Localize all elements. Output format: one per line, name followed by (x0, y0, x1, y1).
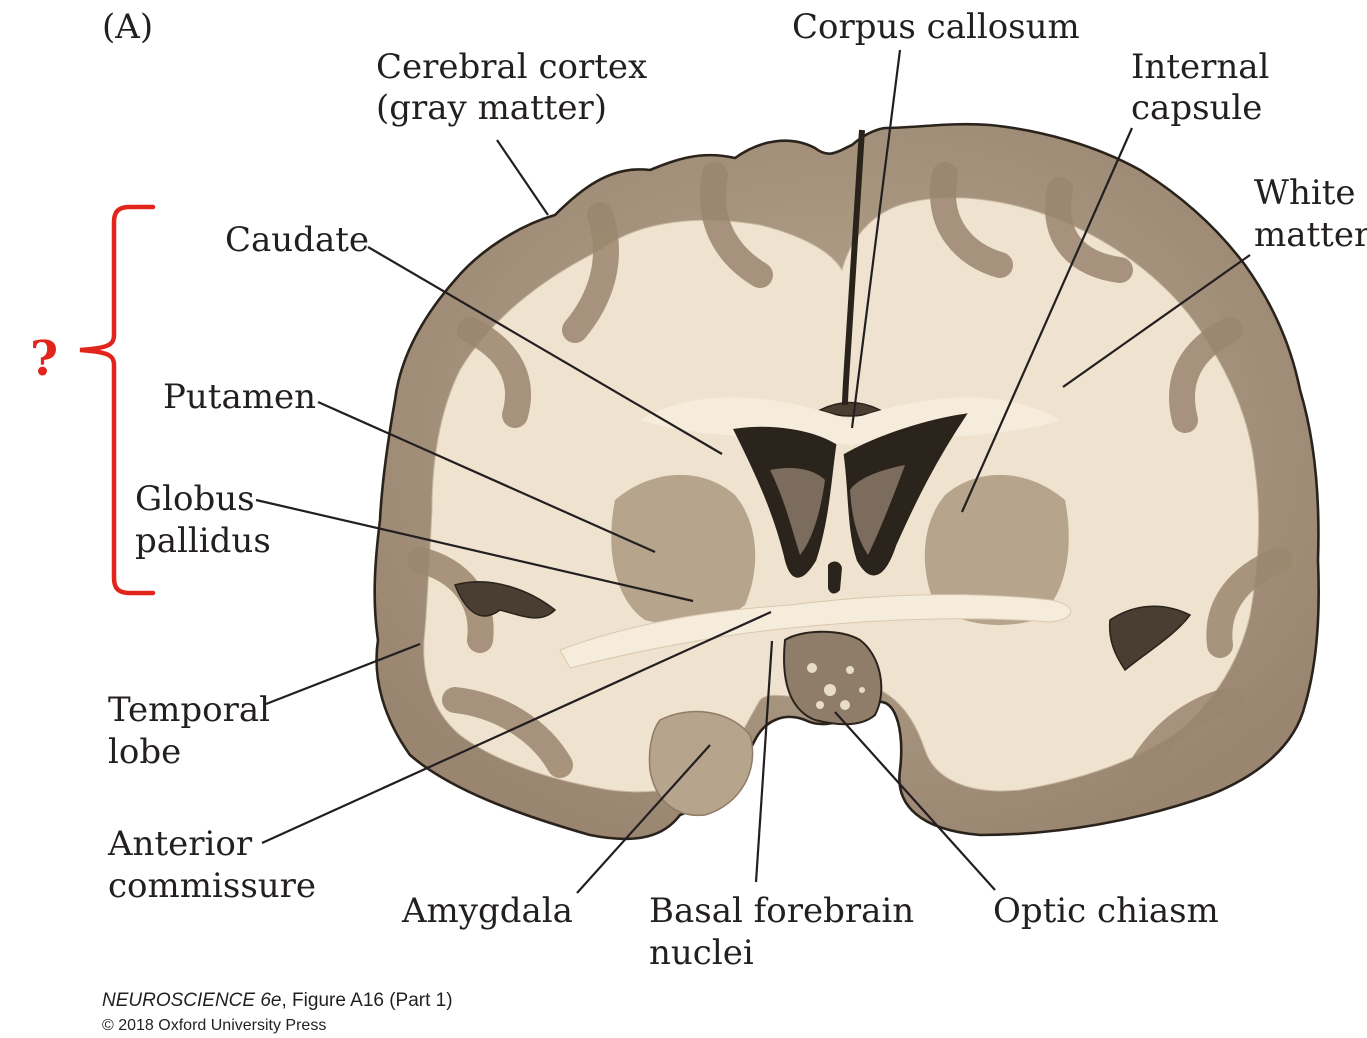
label-globus-pallidus: Globus pallidus (135, 479, 271, 561)
caption-book: NEUROSCIENCE 6e (102, 990, 282, 1011)
leader-lines (255, 49, 1251, 894)
red-bracket (79, 204, 156, 596)
leader-anterior-commissure (261, 610, 772, 845)
anterior-commissure-band (559, 594, 1072, 669)
third-ventricle (828, 561, 842, 594)
label-white-matter: White matter (1254, 173, 1367, 255)
ventricle-left-inner (770, 468, 825, 555)
leader-internal-capsule (960, 127, 1134, 513)
label-optic-chiasm: Optic chiasm (993, 891, 1219, 931)
optic-chiasm-speckles (807, 663, 865, 710)
label-cerebral-cortex: Cerebral cortex (gray matter) (376, 47, 658, 128)
label-amygdala: Amygdala (401, 891, 573, 931)
leader-optic-chiasm (834, 711, 996, 891)
leader-cerebral-cortex (496, 139, 549, 216)
label-anterior-commissure: Anterior commissure (107, 824, 316, 906)
leader-globus-pallidus (255, 498, 694, 603)
leader-basal-forebrain (754, 640, 774, 883)
leader-white-matter (1062, 254, 1251, 388)
leader-corpus-callosum (850, 49, 902, 429)
amygdala-region (648, 710, 754, 817)
label-temporal-lobe: Temporal lobe (108, 690, 281, 772)
label-corpus-callosum: Corpus callosum (792, 7, 1080, 47)
panel-label: (A) (102, 7, 153, 47)
caption-line-1: NEUROSCIENCE 6e, Figure A16 (Part 1) (102, 990, 453, 1011)
caption-figure: , Figure A16 (Part 1) (282, 990, 453, 1011)
label-caudate: Caudate (225, 220, 369, 260)
ventricle-right-inner (850, 465, 905, 555)
leader-caudate (367, 246, 723, 455)
leader-putamen (317, 400, 656, 554)
lentiform-nucleus-right (924, 474, 1069, 625)
optic-chiasm-region (783, 630, 883, 726)
longitudinal-fissure (842, 129, 865, 406)
gyri-sulci (407, 162, 1293, 783)
label-basal-forebrain: Basal forebrain nuclei (649, 891, 925, 973)
lentiform-nucleus-left (611, 474, 756, 625)
label-internal-capsule: Internal capsule (1131, 47, 1280, 128)
leader-temporal-lobe (265, 642, 421, 706)
leader-amygdala (576, 744, 711, 894)
caption-copyright: © 2018 Oxford University Press (102, 1017, 326, 1034)
label-putamen: Putamen (163, 377, 316, 417)
question-mark: ? (30, 331, 58, 387)
brain-section (373, 122, 1320, 841)
sulcal-crevices (453, 401, 1192, 672)
